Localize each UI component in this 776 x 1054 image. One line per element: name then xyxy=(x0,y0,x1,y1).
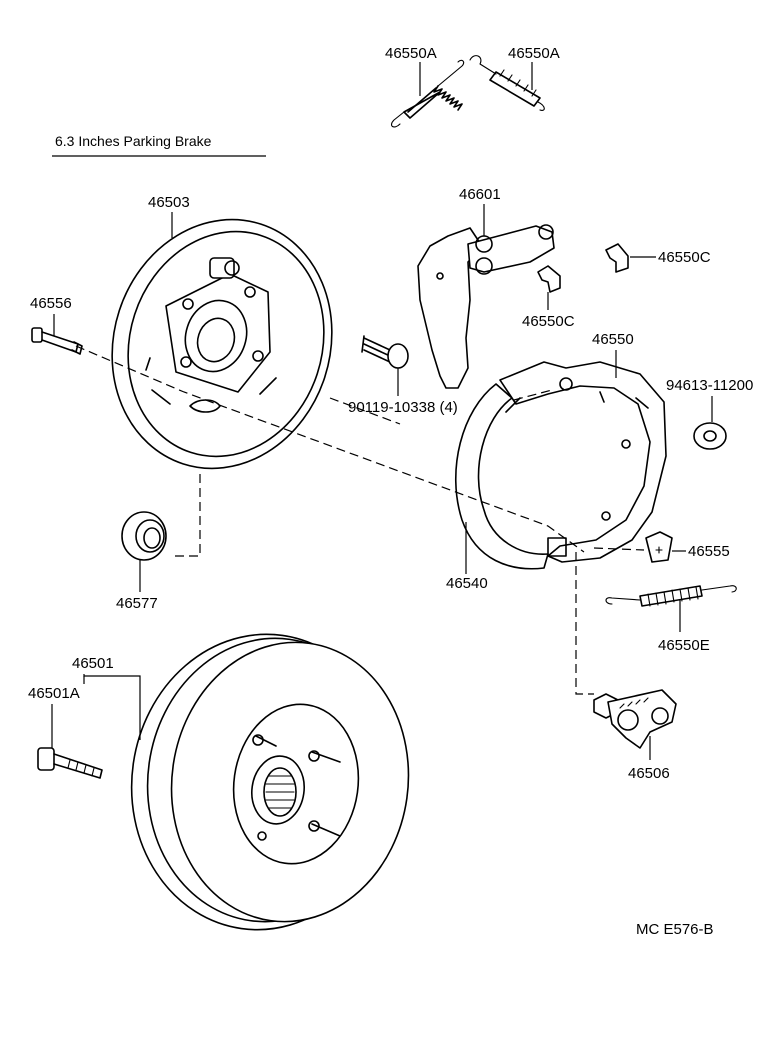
label-94613: 94613-11200 xyxy=(666,377,753,394)
clip-46550c-right xyxy=(605,243,629,273)
spring-46550e xyxy=(605,585,737,607)
label-46503: 46503 xyxy=(148,194,190,211)
brake-drum xyxy=(130,633,410,931)
bolt-90119 xyxy=(361,335,409,369)
diagram-code: MC E576-B xyxy=(636,921,714,938)
label-46550a-right: 46550A xyxy=(508,45,560,62)
label-46577: 46577 xyxy=(116,595,158,612)
brake-shoe xyxy=(455,361,667,570)
hub-bolt xyxy=(37,747,103,779)
label-46540: 46540 xyxy=(446,575,488,592)
adjuster xyxy=(593,689,677,749)
dashed-line-adjuster xyxy=(575,552,594,695)
dashed-line-lever xyxy=(329,397,401,425)
leader-46501 xyxy=(83,674,141,740)
label-46601: 46601 xyxy=(459,186,501,203)
label-46550: 46550 xyxy=(592,331,634,348)
label-46501: 46501 xyxy=(72,655,114,672)
clip-46555 xyxy=(645,531,673,563)
dashed-line-main xyxy=(75,345,585,553)
backing-plate xyxy=(111,218,333,470)
label-46550c-lower: 46550C xyxy=(522,313,575,330)
label-46550e: 46550E xyxy=(658,637,710,654)
label-46556: 46556 xyxy=(30,295,72,312)
bolt-46556 xyxy=(31,327,83,355)
diagram-title: 6.3 Inches Parking Brake xyxy=(55,133,212,149)
dashed-line-shoe-upper xyxy=(513,389,553,401)
label-46501a: 46501A xyxy=(28,685,80,702)
label-46555: 46555 xyxy=(688,543,730,560)
label-90119: 90119-10338 (4) xyxy=(348,399,458,416)
label-46550a-left: 46550A xyxy=(385,45,437,62)
spring-46550a-right xyxy=(469,55,545,111)
label-46506: 46506 xyxy=(628,765,670,782)
dashed-line-clip xyxy=(593,547,645,551)
spring-46550a-left xyxy=(391,59,465,128)
label-46550c-right: 46550C xyxy=(658,249,711,266)
parking-lever-46601 xyxy=(417,224,555,389)
plug xyxy=(121,511,167,561)
washer xyxy=(693,422,727,450)
clip-46550c-lower xyxy=(537,265,561,293)
dashed-line-plate-lower xyxy=(170,474,201,557)
